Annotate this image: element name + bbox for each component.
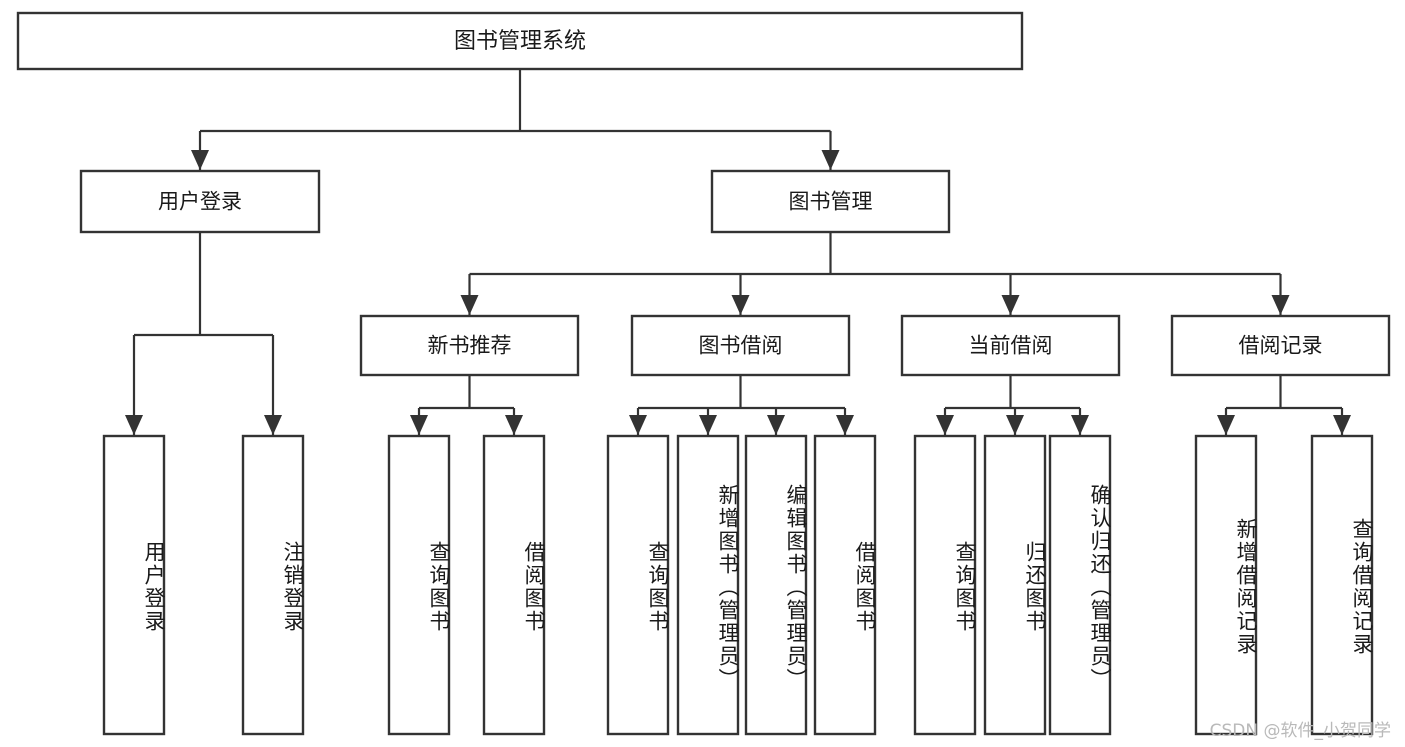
arrow-head-icon	[699, 415, 717, 435]
arrow-head-icon	[936, 415, 954, 435]
node-label-borrow-record: 借阅记录	[1239, 334, 1323, 358]
node-box-leaf-add-record	[1194, 434, 1258, 736]
node-box-user-login	[79, 169, 321, 234]
node-box-leaf-borrow-book	[813, 434, 877, 736]
arrow-head-icon	[629, 415, 647, 435]
arrow-head-icon	[821, 150, 840, 170]
node-label-book-manage: 图书管理	[789, 190, 873, 214]
arrow-head-icon	[505, 415, 523, 435]
node-label-root: 图书管理系统	[454, 29, 586, 54]
node-label-current-borrow: 当前借阅	[969, 334, 1053, 358]
node-box-leaf-edit-book	[744, 434, 808, 736]
node-box-borrow-record	[1170, 314, 1391, 377]
node-box-leaf-borrow-book-rec	[482, 434, 546, 736]
arrow-head-icon	[410, 415, 428, 435]
node-box-leaf-query-book-borrow	[606, 434, 670, 736]
arrow-head-icon	[836, 415, 854, 435]
arrow-head-icon	[125, 415, 143, 435]
node-box-current-borrow	[900, 314, 1121, 377]
arrow-head-icon	[1217, 415, 1235, 435]
node-boxes	[16, 11, 1391, 736]
node-label-user-login: 用户登录	[158, 190, 242, 214]
arrow-head-icon	[1071, 415, 1089, 435]
arrow-head-icon	[1271, 295, 1290, 315]
arrow-head-icon	[1001, 295, 1020, 315]
arrow-head-icon	[460, 295, 479, 315]
node-box-leaf-user-login	[102, 434, 166, 736]
watermark-text: CSDN @软件_小贺同学	[1209, 721, 1391, 741]
node-box-leaf-return-book	[983, 434, 1047, 736]
node-box-root	[16, 11, 1024, 71]
node-label-book-borrow: 图书借阅	[699, 334, 783, 358]
arrow-head-icon	[1333, 415, 1351, 435]
node-label-new-book-recommend: 新书推荐	[428, 334, 512, 358]
node-box-leaf-query-book-rec	[387, 434, 451, 736]
arrow-head-icon	[1006, 415, 1024, 435]
node-box-new-book-recommend	[359, 314, 580, 377]
node-box-leaf-query-book-current	[913, 434, 977, 736]
arrow-head-icon	[191, 150, 209, 170]
node-box-leaf-confirm-return	[1048, 434, 1112, 736]
connector-lines	[125, 69, 1351, 435]
node-box-leaf-add-book	[676, 434, 740, 736]
node-box-leaf-query-record	[1310, 434, 1374, 736]
arrow-head-icon	[264, 415, 282, 435]
node-box-leaf-logout	[241, 434, 305, 736]
arrow-head-icon	[767, 415, 785, 435]
arrow-head-icon	[731, 295, 750, 315]
node-box-book-manage	[710, 169, 951, 234]
node-box-book-borrow	[630, 314, 851, 377]
